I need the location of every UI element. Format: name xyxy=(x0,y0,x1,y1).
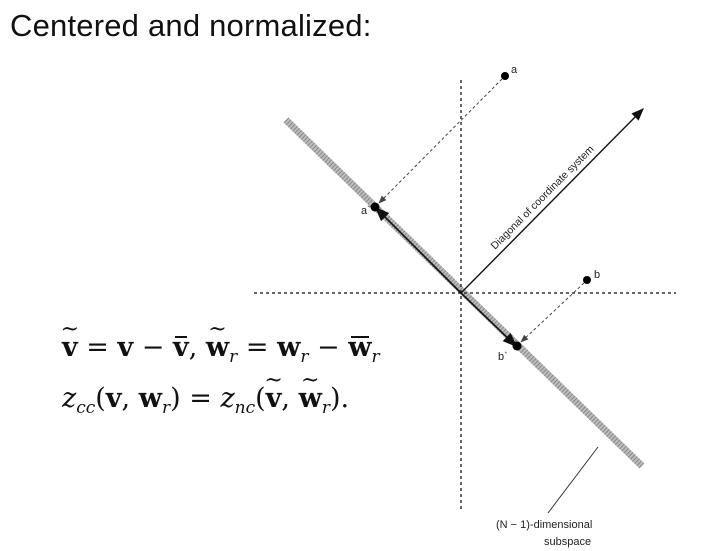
w-tilde: w xyxy=(206,332,229,363)
slide-title: Centered and normalized: xyxy=(10,8,372,43)
point-b xyxy=(583,276,591,284)
v-bar: v xyxy=(173,332,189,363)
point-a xyxy=(501,72,509,80)
projection-arrow-b xyxy=(520,282,585,343)
subspace-leader-line xyxy=(547,446,599,514)
v-tilde: v xyxy=(62,332,78,363)
z-cc: z xyxy=(62,383,77,414)
point-a-proj xyxy=(370,202,380,212)
formula-equivalence: zcc(v, wr) = znc(v, wr). xyxy=(62,383,350,418)
w-bar: w xyxy=(348,332,372,363)
diagonal-arrow xyxy=(460,108,644,294)
label-a-proj: a` xyxy=(361,205,371,217)
vector-to-a-proj xyxy=(374,206,462,294)
vector-to-b-proj xyxy=(460,292,518,347)
formula-centering: v = v − v, wr = wr − wr xyxy=(62,332,380,367)
label-a: a xyxy=(511,64,518,76)
point-b-proj xyxy=(512,341,522,351)
w: w xyxy=(277,332,301,363)
v: v xyxy=(117,332,134,363)
diagonal-label: Diagonal of coordinate system xyxy=(489,143,597,252)
label-b: b xyxy=(594,269,600,281)
subspace-label-line1: (N − 1)-dimensional xyxy=(496,519,592,531)
label-b-proj: b` xyxy=(498,351,508,363)
projection-arrow-a xyxy=(378,78,503,204)
z-nc: z xyxy=(220,383,235,414)
subspace-label-line2: subspace xyxy=(544,536,591,548)
